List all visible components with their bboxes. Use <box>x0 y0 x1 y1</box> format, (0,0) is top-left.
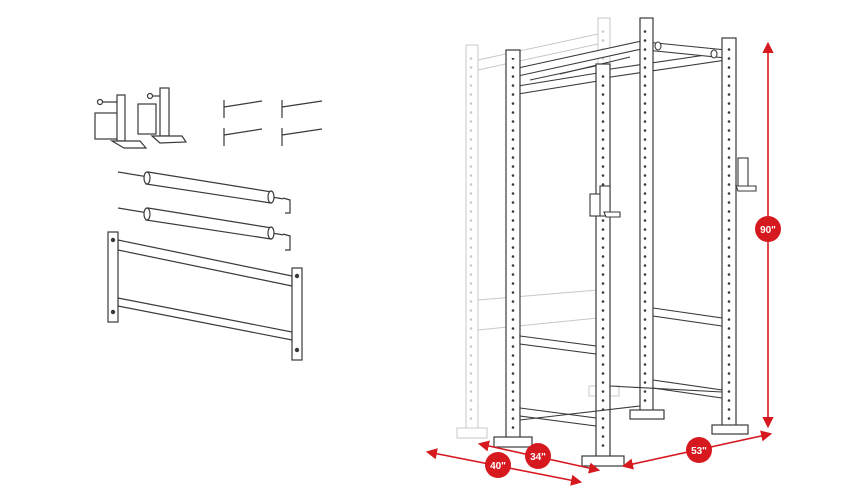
rack-rear-uprights <box>629 17 749 435</box>
outer-depth-badge: 40" <box>485 452 511 478</box>
width-badge: 53" <box>686 437 712 463</box>
dimension-badges: 90" 53" 34" 40" <box>485 216 781 478</box>
rack-rear-lower-bars <box>609 307 723 399</box>
rack-mounted-j-hooks <box>589 157 757 218</box>
inner-depth-badge: 34" <box>525 443 551 469</box>
pull-up-bar-icon <box>107 231 303 361</box>
safety-pins-icon <box>223 100 323 146</box>
rack-front-uprights <box>493 49 625 467</box>
power-rack-icon <box>456 17 757 467</box>
outer-depth-label: 40" <box>490 461 506 472</box>
spotter-arms-icon <box>117 171 291 251</box>
j-hooks-icon <box>94 87 188 149</box>
rack-front-lower-bars <box>519 335 641 427</box>
inner-depth-label: 34" <box>530 452 546 463</box>
height-badge: 90" <box>755 216 781 242</box>
height-label: 90" <box>760 225 776 236</box>
width-label: 53" <box>691 446 707 457</box>
rack-top-bars <box>517 39 727 95</box>
